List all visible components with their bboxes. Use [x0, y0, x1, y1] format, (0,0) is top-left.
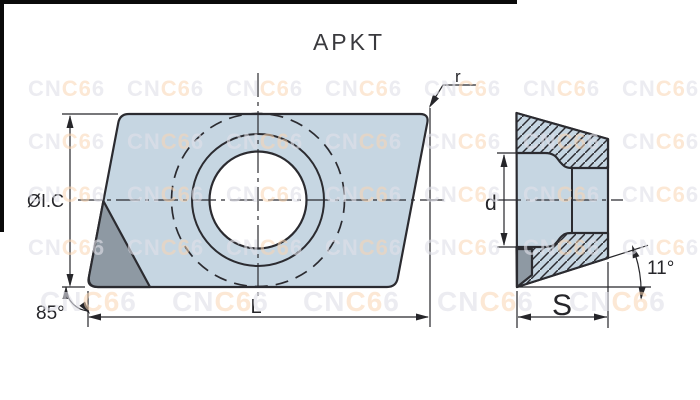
leader-line-r — [429, 84, 476, 107]
arrowhead — [88, 313, 101, 321]
extension-lines-s — [516, 262, 609, 328]
window-edge-left — [0, 0, 4, 232]
label-corner-radius: r — [455, 67, 461, 86]
window-edge-top — [0, 0, 517, 4]
corner-facet — [87, 199, 152, 289]
label-thickness: S — [552, 289, 572, 322]
arrowhead — [500, 233, 508, 246]
label-inscribed-circle: ØI.C — [27, 191, 64, 211]
side-view: d S 11° — [485, 111, 674, 328]
angle-reference-slope — [607, 244, 649, 259]
arrowhead — [638, 286, 646, 300]
extension-lines-d — [497, 152, 517, 248]
section-hatch-top — [515, 111, 610, 170]
arrowhead — [429, 94, 439, 108]
arrowhead — [416, 313, 429, 321]
arrowhead — [62, 286, 70, 299]
label-relief-angle: 11° — [647, 258, 674, 279]
arrowhead — [79, 301, 90, 314]
drawing-title: APKT — [313, 29, 385, 55]
arrowhead — [66, 115, 74, 128]
arrowhead — [66, 274, 74, 287]
arrowhead — [518, 313, 531, 321]
side-corner-facet — [515, 247, 534, 289]
front-view: ØI.C L 85° r — [27, 67, 476, 327]
arrowhead — [632, 245, 640, 259]
label-hole-diameter: d — [485, 192, 497, 215]
arrowhead — [500, 154, 508, 167]
arrowhead — [594, 313, 607, 321]
label-length: L — [250, 296, 261, 318]
label-corner-angle: 85° — [36, 303, 65, 324]
